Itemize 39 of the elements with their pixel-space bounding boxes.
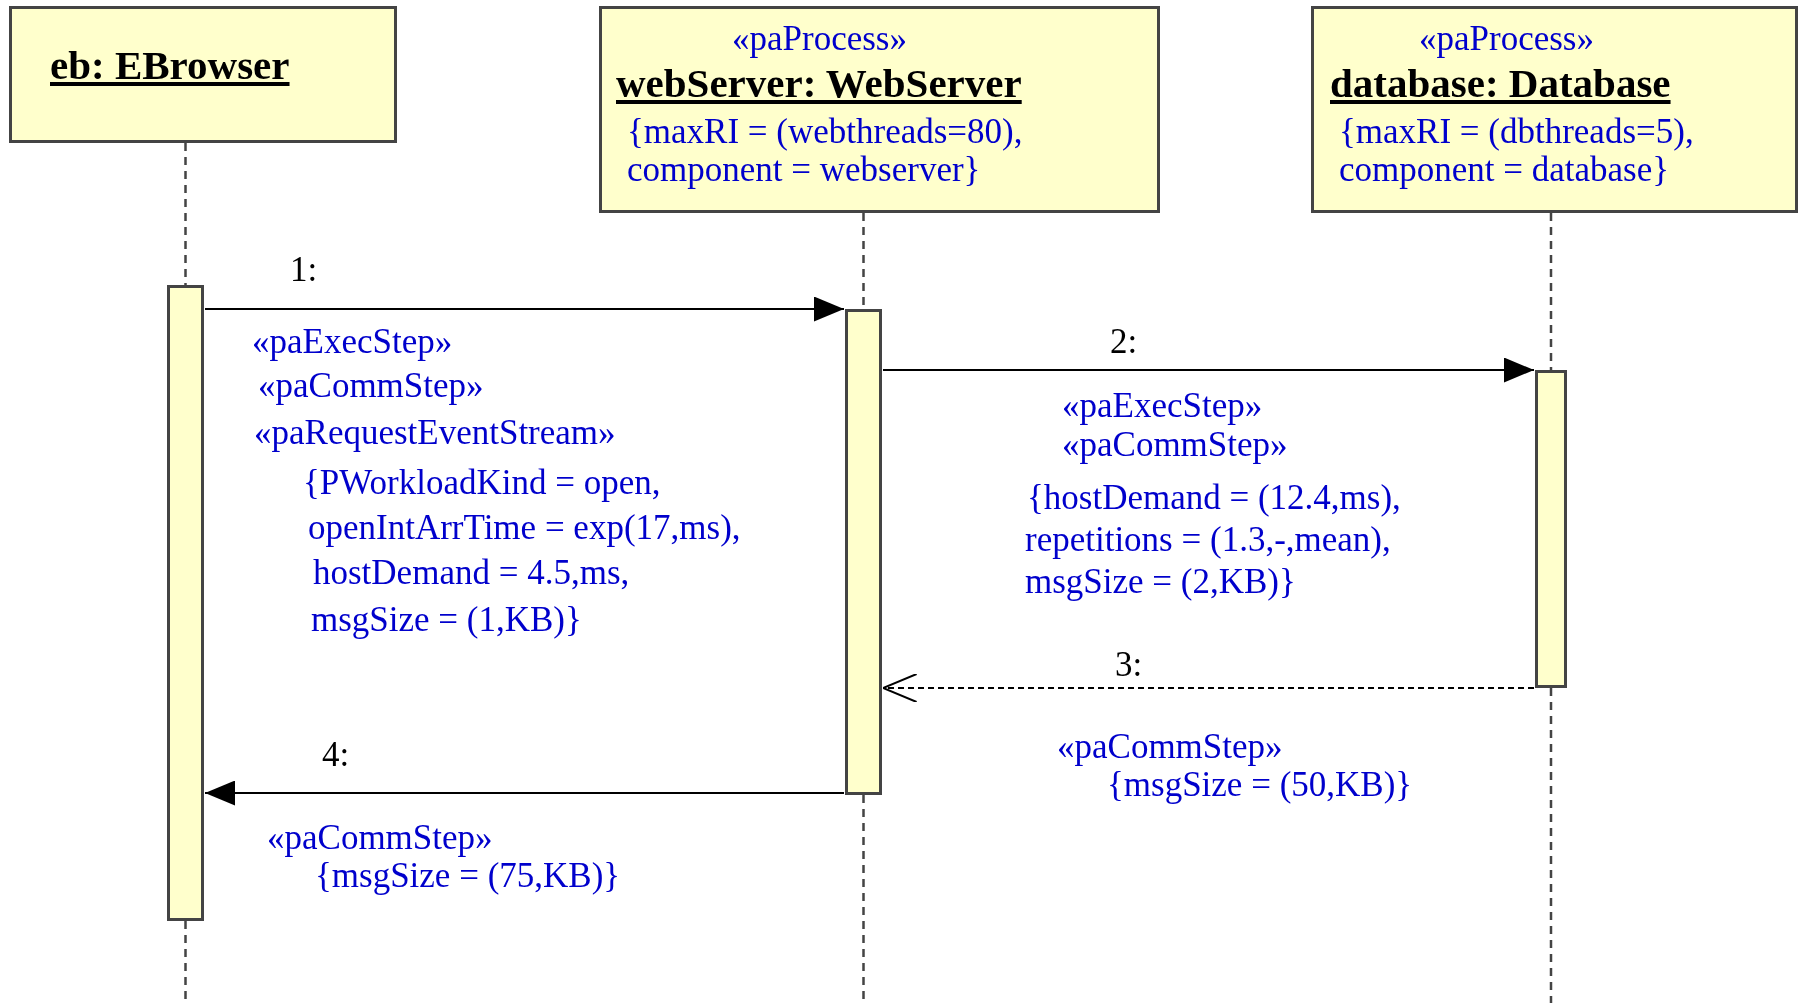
tagged-value-text: repetitions = (1.3,-,mean),: [1025, 520, 1391, 560]
message-arrow: [882, 357, 1535, 383]
lifeline: [1549, 213, 1553, 370]
object-name: database: Database: [1330, 59, 1671, 107]
message-arrow: [204, 296, 845, 322]
lifeline-head-box: [1311, 6, 1798, 213]
stereotype-label: «paCommStep»: [1057, 727, 1283, 767]
tagged-value-text: openIntArrTime = exp(17,ms),: [308, 508, 741, 548]
constraint-text: {maxRI = (dbthreads=5), component = database}: [1339, 113, 1695, 189]
lifeline-head-box: [599, 6, 1160, 213]
stereotype-label: «paExecStep»: [1062, 386, 1263, 426]
message-number: 1:: [290, 250, 318, 290]
tagged-value-text: {PWorkloadKind = open,: [303, 463, 661, 503]
message-arrow: [204, 780, 845, 806]
stereotype-label: «paProcess»: [1419, 19, 1594, 59]
reply-arrow: [882, 673, 1535, 703]
lifeline: [184, 143, 187, 285]
tagged-value-text: hostDemand = 4.5,ms,: [313, 553, 630, 593]
message-number: 3:: [1115, 645, 1143, 685]
tagged-value-text: {msgSize = (50,KB)}: [1107, 765, 1413, 805]
tagged-value-text: msgSize = (1,KB)}: [311, 600, 582, 640]
tagged-value-text: msgSize = (2,KB)}: [1025, 562, 1296, 602]
stereotype-label: «paProcess»: [732, 19, 907, 59]
message-number: 4:: [322, 735, 350, 775]
tagged-value-text: {msgSize = (75,KB)}: [315, 856, 621, 896]
stereotype-label: «paCommStep»: [258, 366, 484, 406]
object-name: eb: EBrowser: [50, 41, 290, 89]
lifeline-head-box: [9, 6, 397, 143]
activation-bar: [167, 285, 204, 921]
stereotype-label: «paCommStep»: [1062, 425, 1288, 465]
object-name: webServer: WebServer: [616, 59, 1022, 107]
constraint-text: {maxRI = (webthreads=80), component = webserver}: [627, 113, 1024, 189]
stereotype-label: «paCommStep»: [267, 818, 493, 858]
stereotype-label: «paRequestEventStream»: [254, 413, 616, 453]
activation-bar: [845, 309, 882, 795]
message-number: 2:: [1110, 322, 1138, 362]
tagged-value-text: {hostDemand = (12.4,ms),: [1027, 478, 1401, 518]
stereotype-label: «paExecStep»: [252, 322, 453, 362]
activation-bar: [1535, 370, 1567, 688]
